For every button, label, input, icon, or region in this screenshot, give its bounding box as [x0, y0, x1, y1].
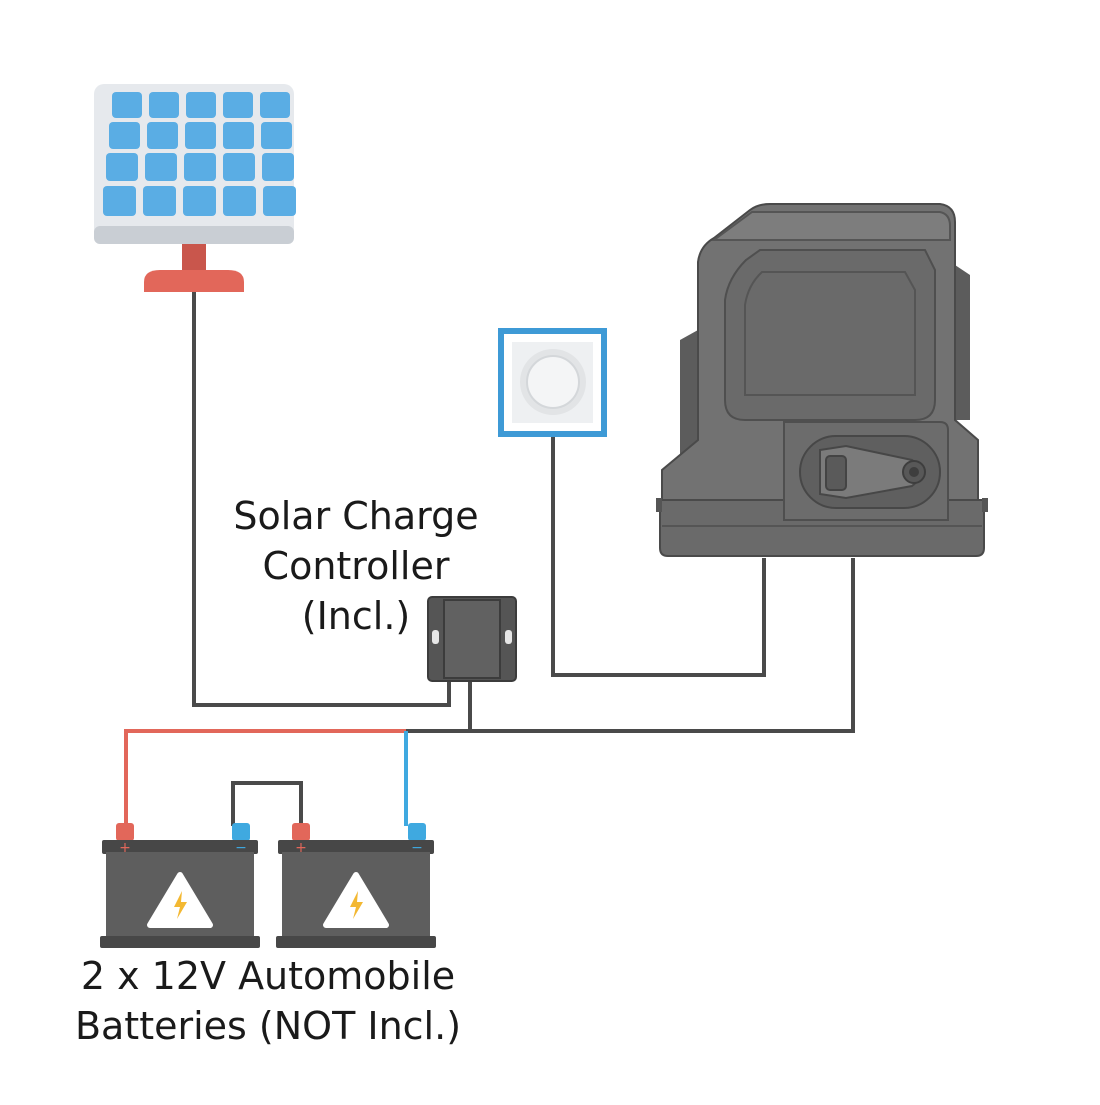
high-voltage-warning-icon [323, 872, 389, 928]
solar-cell [185, 122, 216, 149]
solar-cell [223, 122, 254, 149]
solar-cell [147, 122, 178, 149]
battery-lid [278, 840, 434, 854]
charge-controller-icon [427, 596, 517, 682]
wires [124, 290, 855, 826]
wire-motor-to-bus [406, 558, 855, 733]
solar-cell [106, 153, 138, 181]
solar-cell [263, 186, 296, 216]
gate-opener-motor-icon [656, 203, 988, 557]
battery-label-line1: 2 x 12V Automobile [80, 954, 456, 998]
controller-label-line2: Controller [262, 544, 450, 588]
solar-panel-mount [144, 270, 244, 292]
controller-label: Solar Charge Controller (Incl.) [196, 491, 516, 641]
solar-cell [186, 92, 216, 118]
solar-cell [184, 153, 216, 181]
solar-cell [149, 92, 179, 118]
solar-cell [262, 153, 294, 181]
controller-label-line3: (Incl.) [301, 594, 411, 638]
high-voltage-warning-icon [147, 872, 213, 928]
solar-cell [103, 186, 136, 216]
solar-cell [112, 92, 142, 118]
wire-positive [124, 729, 406, 826]
battery-label-line2: Batteries (NOT Incl.) [74, 1004, 462, 1048]
solar-cell [109, 122, 140, 149]
battery-icon: +− [100, 823, 260, 948]
battery-base [276, 936, 436, 948]
positive-terminal [116, 823, 134, 841]
solar-cell [223, 186, 256, 216]
battery-icon: +− [276, 823, 436, 948]
positive-sign: + [295, 840, 307, 856]
solar-cell [261, 122, 292, 149]
solar-cell [145, 153, 177, 181]
negative-sign: − [411, 840, 423, 856]
solar-panel-post [182, 244, 206, 272]
battery-group: +−+− [100, 823, 436, 948]
battery-base [100, 936, 260, 948]
solar-cell [183, 186, 216, 216]
positive-terminal [292, 823, 310, 841]
solar-cells [103, 92, 296, 216]
controller-label-line1: Solar Charge [233, 494, 479, 538]
negative-terminal [232, 823, 250, 841]
negative-sign: − [235, 840, 247, 856]
solar-cell [223, 92, 253, 118]
solar-cell [223, 153, 255, 181]
negative-terminal [408, 823, 426, 841]
solar-cell [143, 186, 176, 216]
solar-cell [260, 92, 290, 118]
wire-outlet-to-motor [551, 410, 766, 677]
wall-outlet-icon [498, 328, 607, 437]
battery-label: 2 x 12V Automobile Batteries (NOT Incl.) [48, 951, 488, 1051]
wire-series-link [231, 781, 303, 826]
positive-sign: + [119, 840, 131, 856]
battery-lid [102, 840, 258, 854]
wire-solar-to-controller [192, 290, 451, 707]
solar-panel-icon [94, 84, 296, 292]
